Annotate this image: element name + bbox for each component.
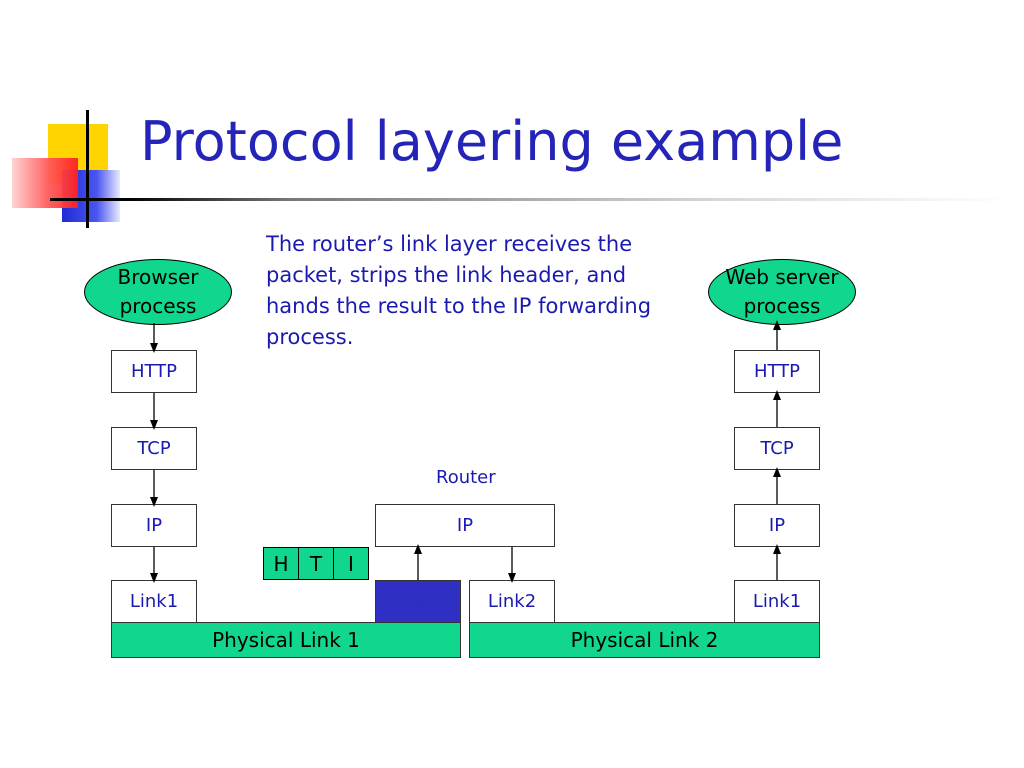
- router-ip-box: IP: [375, 504, 555, 547]
- packet-header-h: H: [263, 547, 299, 580]
- router-label: Router: [436, 467, 496, 488]
- packet-header-i: I: [333, 547, 369, 580]
- physical-link-1: Physical Link 1: [111, 622, 461, 658]
- logo-vertical-rule: [86, 110, 89, 228]
- title-underline-rule: [50, 198, 1010, 201]
- right-tcp-box: TCP: [734, 427, 820, 470]
- router-link1-box: Link1: [375, 580, 461, 623]
- physical-link-2: Physical Link 2: [469, 622, 820, 658]
- left-tcp-box: TCP: [111, 427, 197, 470]
- slide-title: Protocol layering example: [140, 110, 844, 173]
- web-server-process-ellipse: Web server process: [708, 259, 856, 325]
- right-link1-box: Link1: [734, 580, 820, 623]
- browser-process-ellipse: Browser process: [84, 259, 232, 325]
- left-ip-box: IP: [111, 504, 197, 547]
- explanation-note: The router’s link layer receives the pac…: [266, 232, 652, 349]
- right-ip-box: IP: [734, 504, 820, 547]
- left-http-box: HTTP: [111, 350, 197, 393]
- router-link2-box: Link2: [469, 580, 555, 623]
